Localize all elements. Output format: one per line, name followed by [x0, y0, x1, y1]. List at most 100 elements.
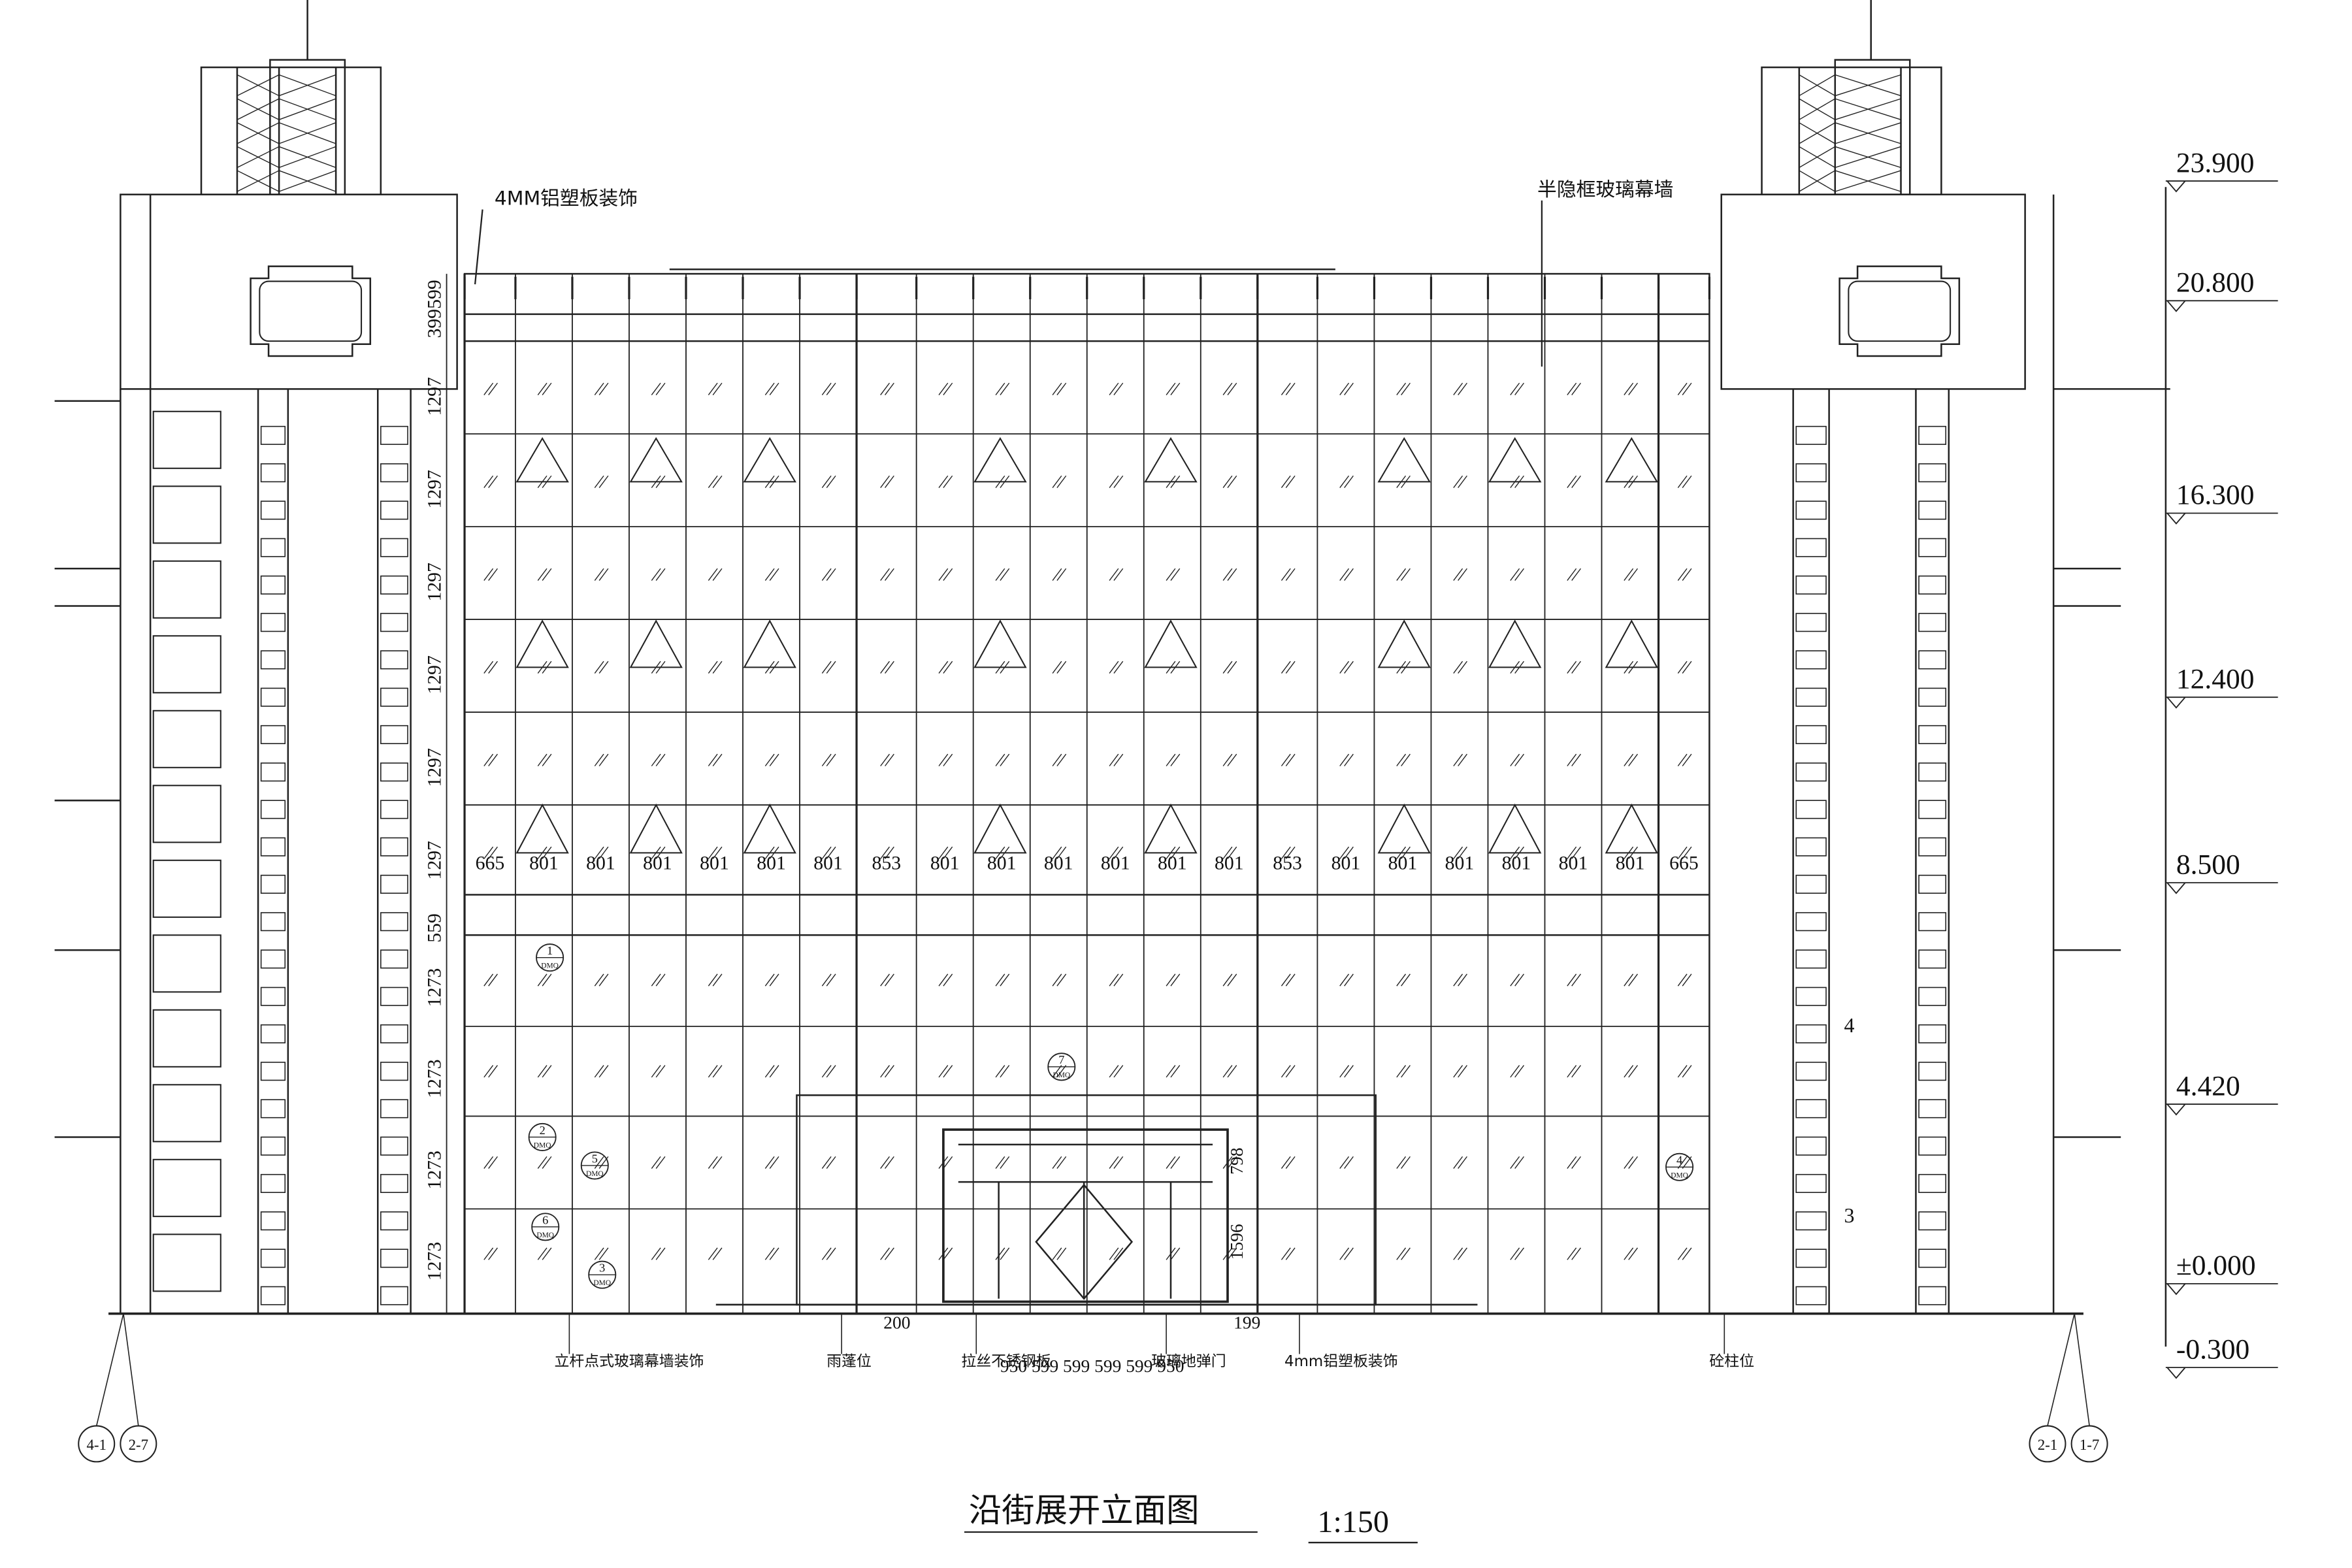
- glass-hatch: [1227, 661, 1237, 674]
- tower-slit: [1918, 1136, 1947, 1156]
- tower-slit: [260, 725, 286, 744]
- row-height-dim: 1273: [423, 968, 445, 1007]
- tower-slit: [1918, 650, 1947, 670]
- glass-hatch: [995, 568, 1005, 581]
- tower-slit: [1795, 500, 1827, 520]
- tower-slit: [260, 1136, 286, 1156]
- door-height-dim: 1596: [1227, 1224, 1247, 1260]
- tower-slit: [1918, 762, 1947, 782]
- tower-slit: [380, 1249, 408, 1268]
- glass-hatch: [1113, 846, 1124, 859]
- glass-triangle: [1377, 619, 1431, 668]
- tower-slit: [1795, 1062, 1827, 1081]
- glass-hatch: [769, 753, 779, 766]
- glass-hatch: [1000, 382, 1010, 395]
- glass-hatch: [885, 846, 894, 859]
- glass-hatch: [488, 973, 498, 987]
- glass-hatch: [1453, 1065, 1463, 1078]
- panel-width-dim: 801: [1044, 853, 1073, 874]
- glass-hatch: [1458, 475, 1467, 488]
- glass-hatch: [651, 382, 661, 395]
- curtain-wall-grid: [463, 274, 1711, 1314]
- glass-hatch: [1396, 973, 1407, 987]
- glass-hatch: [1510, 1065, 1520, 1078]
- glass-hatch: [1339, 1065, 1350, 1078]
- panel-width-dim: 801: [1101, 853, 1130, 874]
- glass-hatch: [1677, 1247, 1688, 1260]
- tower-slit: [1918, 874, 1947, 894]
- glass-triangle: [515, 436, 569, 483]
- lattice-brace: [1835, 74, 1901, 97]
- tower-slit: [260, 650, 286, 670]
- glass-hatch: [1458, 846, 1467, 859]
- glass-hatch: [1677, 661, 1688, 674]
- glass-hatch: [943, 846, 953, 859]
- glass-hatch: [1344, 1065, 1354, 1078]
- tower-slit: [1795, 987, 1827, 1006]
- glass-hatch: [1227, 1247, 1237, 1260]
- glass-hatch: [712, 753, 723, 766]
- glass-hatch: [1628, 382, 1639, 395]
- glass-hatch: [655, 1156, 666, 1169]
- glass-hatch: [594, 1247, 604, 1260]
- tower-slit: [380, 1024, 408, 1043]
- glass-hatch: [1056, 475, 1067, 488]
- glass-hatch: [1344, 475, 1354, 488]
- callout-aluminum-top: 4MM铝塑板装饰: [495, 188, 638, 210]
- glass-hatch: [1285, 846, 1296, 859]
- glass-hatch: [1510, 753, 1520, 766]
- panel-width-dim: 801: [757, 853, 786, 874]
- elevation-label: 23.900: [2176, 147, 2255, 178]
- glass-hatch: [1682, 475, 1692, 488]
- tower-window: [152, 485, 221, 544]
- glass-hatch: [1682, 973, 1692, 987]
- elevation-label: -0.300: [2176, 1333, 2249, 1365]
- glass-hatch: [1571, 846, 1582, 859]
- glass-triangle: [973, 436, 1027, 483]
- glass-hatch: [1453, 475, 1463, 488]
- elevation-label: 16.300: [2176, 480, 2255, 511]
- glass-hatch: [598, 973, 609, 987]
- glass-hatch: [1109, 1156, 1119, 1169]
- glass-hatch: [764, 753, 775, 766]
- glass-hatch: [1571, 661, 1582, 674]
- row-height-dim: 559: [423, 913, 445, 943]
- glass-hatch: [537, 1247, 547, 1260]
- glass-hatch: [1113, 973, 1124, 987]
- lattice-brace: [1799, 170, 1836, 192]
- glass-hatch: [1166, 1247, 1176, 1260]
- glass-hatch: [943, 568, 953, 581]
- glass-hatch: [598, 475, 609, 488]
- glass-hatch: [537, 1065, 547, 1078]
- glass-hatch: [651, 753, 661, 766]
- canopy-right-dim: 199: [1233, 1313, 1260, 1333]
- glass-hatch: [542, 753, 552, 766]
- glass-hatch: [938, 661, 949, 674]
- glass-hatch: [821, 1156, 832, 1169]
- glass-hatch: [594, 753, 604, 766]
- glass-hatch: [1339, 568, 1350, 581]
- elevation-marker: [2166, 696, 2186, 709]
- glass-hatch: [1227, 973, 1237, 987]
- tower-slit: [1795, 949, 1827, 969]
- elevation-marker: [2166, 512, 2186, 525]
- glass-hatch: [1056, 382, 1067, 395]
- bottom-callout: 立杆点式玻璃幕墙装饰: [554, 1353, 704, 1370]
- glass-hatch: [826, 1156, 836, 1169]
- glass-hatch: [880, 1156, 890, 1169]
- glass-hatch: [1677, 1065, 1688, 1078]
- tower-slit: [1795, 1211, 1827, 1231]
- glass-hatch: [995, 1065, 1005, 1078]
- glass-hatch: [1571, 568, 1582, 581]
- glass-hatch: [1567, 846, 1577, 859]
- glass-hatch: [1510, 973, 1520, 987]
- tower-slit: [1795, 463, 1827, 483]
- glass-hatch: [1567, 382, 1577, 395]
- tower-slit: [380, 1099, 408, 1119]
- glass-hatch: [1396, 568, 1407, 581]
- glass-hatch: [1396, 1156, 1407, 1169]
- tower-slit: [380, 425, 408, 445]
- elevation-label: 20.800: [2176, 267, 2255, 299]
- glass-triangle: [743, 436, 796, 483]
